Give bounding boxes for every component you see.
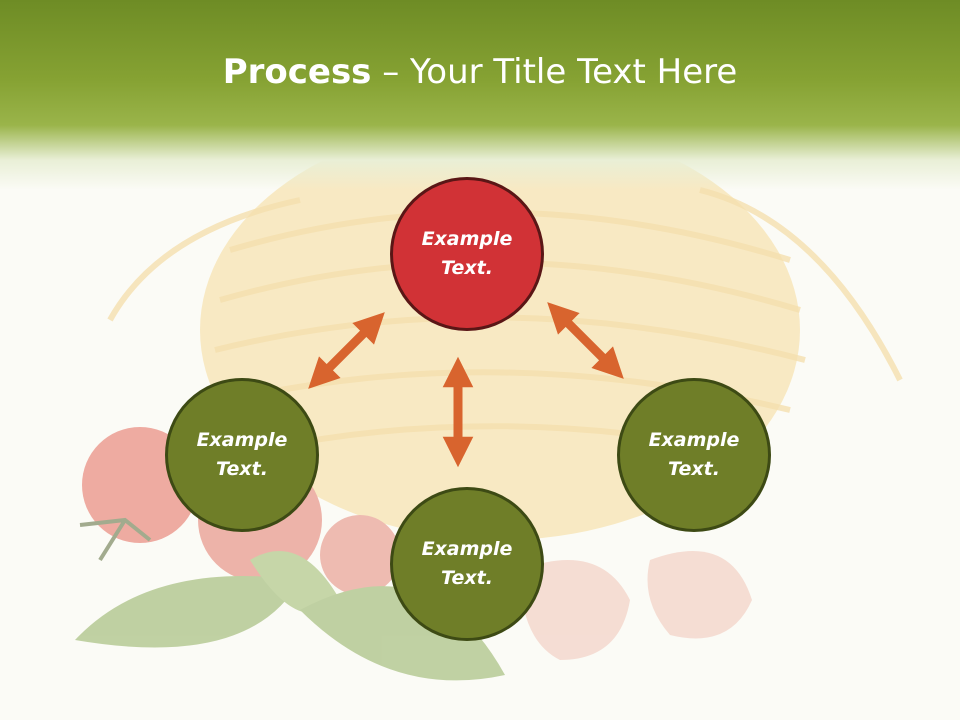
basil-leaf [75, 576, 300, 648]
slide-title: Process – Your Title Text Here [0, 52, 960, 92]
node-label-line2: Text. [441, 257, 493, 279]
tomato [320, 515, 400, 595]
node-label-line2: Text. [668, 458, 720, 480]
garlic-clove [520, 560, 630, 660]
node-label-line1: Example [421, 538, 513, 560]
node-label-line1: Example [421, 228, 513, 250]
node-label-line2: Text. [216, 458, 268, 480]
node-label-line2: Text. [441, 567, 493, 589]
garlic-clove [647, 551, 752, 639]
basil-leaf [250, 551, 340, 614]
title-rest: – Your Title Text Here [371, 52, 738, 92]
node-label-line1: Example [196, 429, 288, 451]
title-bold: Process [222, 52, 372, 92]
basil-leaf [300, 586, 505, 681]
header-band [0, 0, 960, 190]
node-label-line1: Example [648, 429, 740, 451]
arrow-top-right [547, 302, 624, 379]
arrow-top-left [308, 312, 385, 389]
